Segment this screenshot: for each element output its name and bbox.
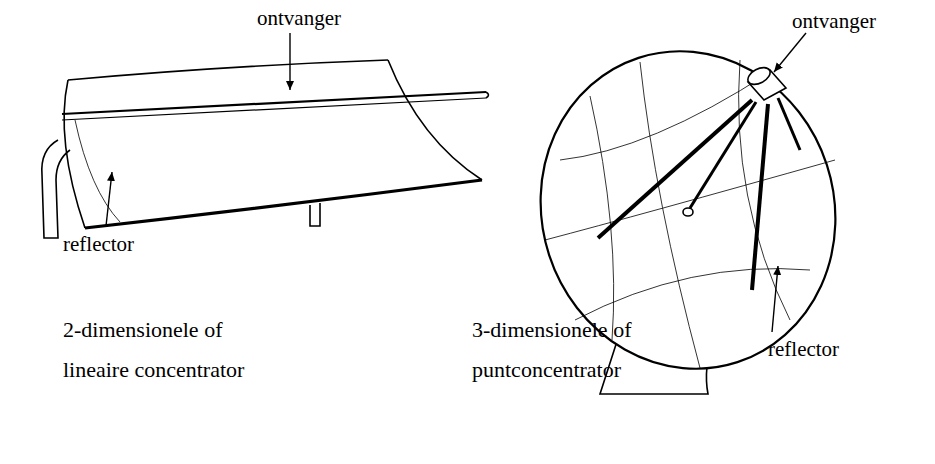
dish-concentrator <box>500 13 877 408</box>
trough-concentrator <box>42 60 489 238</box>
leader-line <box>106 172 112 226</box>
part-label: reflector <box>63 232 134 256</box>
figure-caption: 2-dimensionele of lineaire concentrator <box>63 310 273 390</box>
part-label: ontvanger <box>257 6 341 30</box>
figure-caption: 3-dimensionele of puntconcentrator <box>472 310 682 390</box>
part-label: ontvanger <box>792 9 876 33</box>
part-label: reflector <box>768 337 839 361</box>
leader-line <box>772 266 778 332</box>
leader-line <box>774 33 806 72</box>
leader-arrows <box>106 33 806 332</box>
leader-line <box>289 33 290 90</box>
